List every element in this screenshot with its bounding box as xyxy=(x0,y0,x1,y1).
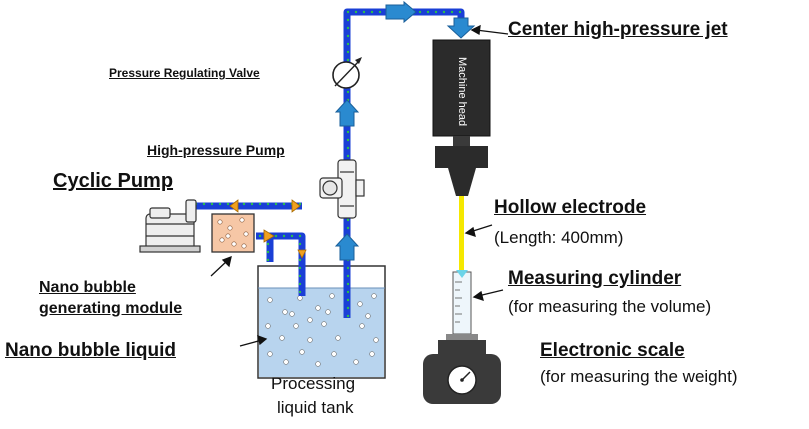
label-nano-liquid: Nano bubble liquid xyxy=(5,340,176,361)
label-hp-pump: High-pressure Pump xyxy=(147,142,285,158)
label-hollow-electrode: Hollow electrode xyxy=(494,197,647,218)
label-cylinder-purpose: (for measuring the volume) xyxy=(508,297,712,316)
label-nano-module-line2: generating module xyxy=(39,300,183,317)
processing-tank xyxy=(257,265,386,379)
nano-bubbles xyxy=(265,293,379,367)
label-electrode-length: (Length: 400mm) xyxy=(494,228,624,247)
label-center-jet: Center high-pressure jet xyxy=(508,19,728,40)
nano-bubble-module xyxy=(211,213,255,253)
label-tank-line1: Processing xyxy=(271,374,356,393)
machine-head xyxy=(432,39,491,196)
pressure-valve xyxy=(332,57,362,89)
electronic-scale xyxy=(423,340,501,404)
high-pressure-pump xyxy=(319,159,365,219)
label-scale-purpose: (for measuring the weight) xyxy=(540,367,738,386)
label-machine-head: Machine head xyxy=(456,57,468,127)
label-pressure-valve: Pressure Regulating Valve xyxy=(109,66,260,80)
pipe-return xyxy=(270,232,306,296)
label-nano-module-line1: Nano bubble xyxy=(39,279,136,296)
label-tank-line2: liquid tank xyxy=(277,398,354,417)
hollow-electrode xyxy=(459,196,464,272)
flow-arrows-blue xyxy=(334,0,476,261)
cyclic-pump xyxy=(139,199,201,253)
label-measuring-cylinder: Measuring cylinder xyxy=(508,268,682,289)
flow-arrows-orange xyxy=(229,199,307,259)
label-cyclic-pump: Cyclic Pump xyxy=(53,170,174,192)
label-electronic-scale: Electronic scale xyxy=(540,340,685,361)
pointer-arrows xyxy=(210,24,509,347)
measuring-cylinder xyxy=(446,270,478,340)
